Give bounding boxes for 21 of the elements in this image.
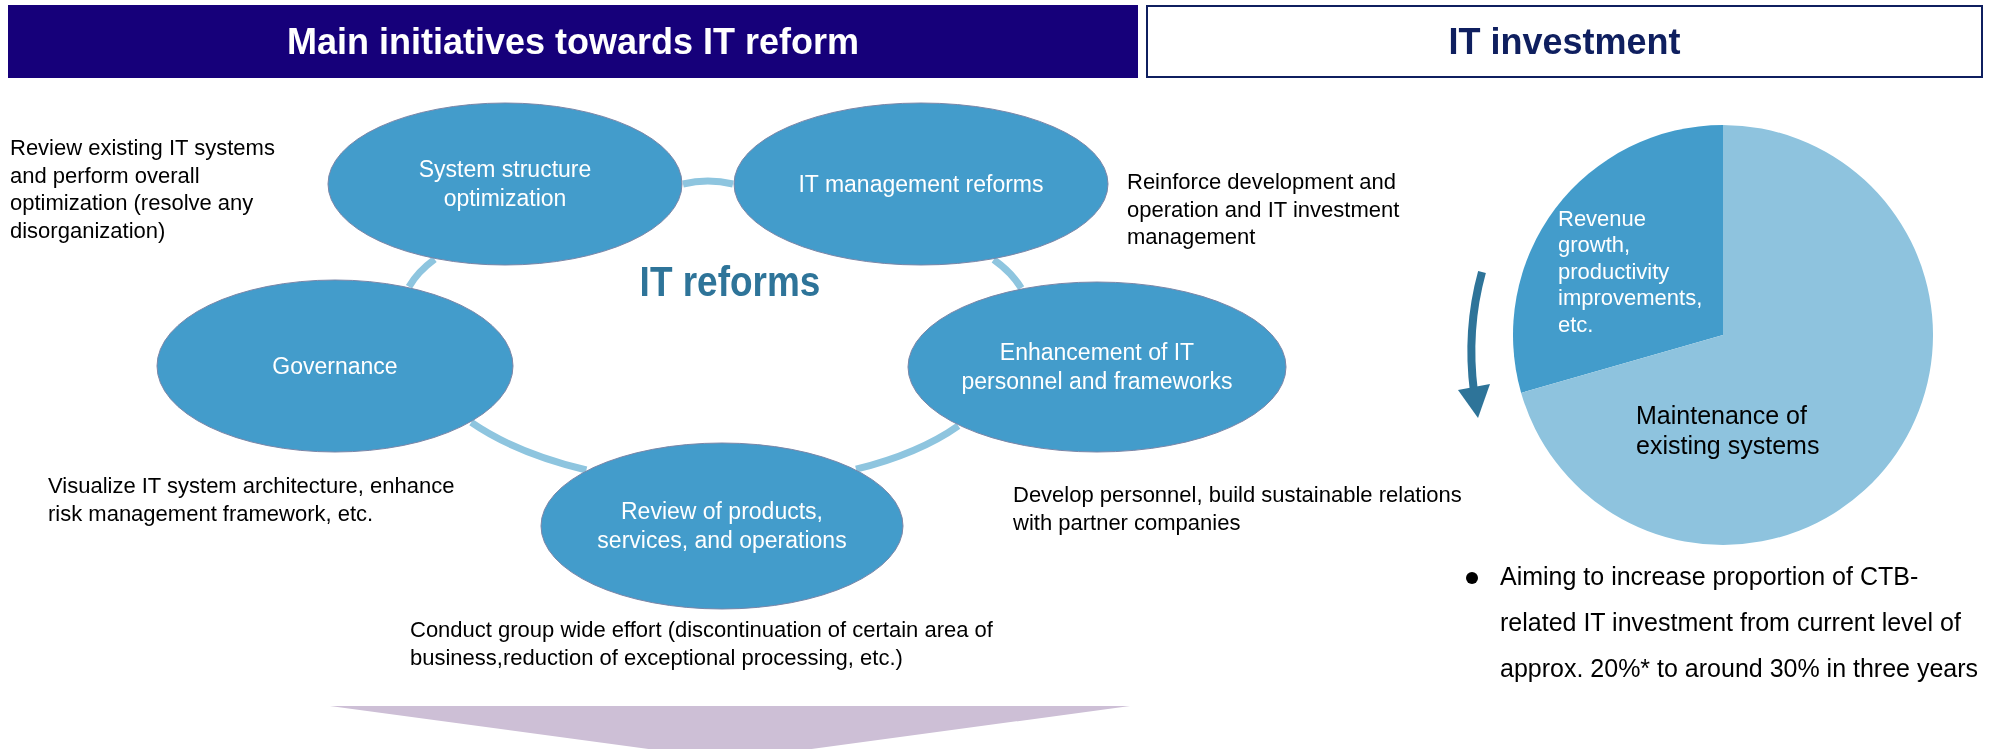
center-title: IT reforms [638, 258, 822, 306]
ring-line [991, 256, 1025, 290]
description-text: Conduct group wide effort (discontinuation of certain area of business,reduction of exceptional processing, etc.) [410, 616, 994, 671]
initiative-name: System structure optimization [417, 155, 593, 213]
note-text: Aiming to increase proportion of CTB-related IT investment from current level of approx. 20%* to around 30% in three years [1500, 561, 1980, 684]
initiative-name: Enhancement of IT personnel and frameworks [960, 338, 1234, 396]
ring-line [682, 177, 734, 188]
description-text: Review existing IT systems and perform overall optimization (resolve any disorganization) [10, 134, 276, 244]
header-band: Main initiatives towards IT reform [8, 5, 1138, 78]
ring-line [469, 419, 588, 474]
description-text: Reinforce development and operation and IT investment management [1127, 168, 1401, 251]
slice-label: Maintenance of existing systems [1636, 400, 1821, 460]
description-text: Develop personnel, build sustainable relations with partner companies [1013, 481, 1463, 536]
ring-line [855, 422, 961, 473]
header-box: IT investment [1146, 5, 1983, 78]
initiative-name: Governance [272, 351, 398, 381]
initiative-name: Review of products, services, and operations [596, 497, 848, 555]
description-text: Visualize IT system architecture, enhance risk management framework, etc. [48, 472, 456, 527]
ring-line [406, 256, 437, 289]
slice-label: Revenue growth, productivity improvements, etc. [1558, 206, 1704, 338]
initiative-name: IT management reforms [798, 169, 1044, 199]
